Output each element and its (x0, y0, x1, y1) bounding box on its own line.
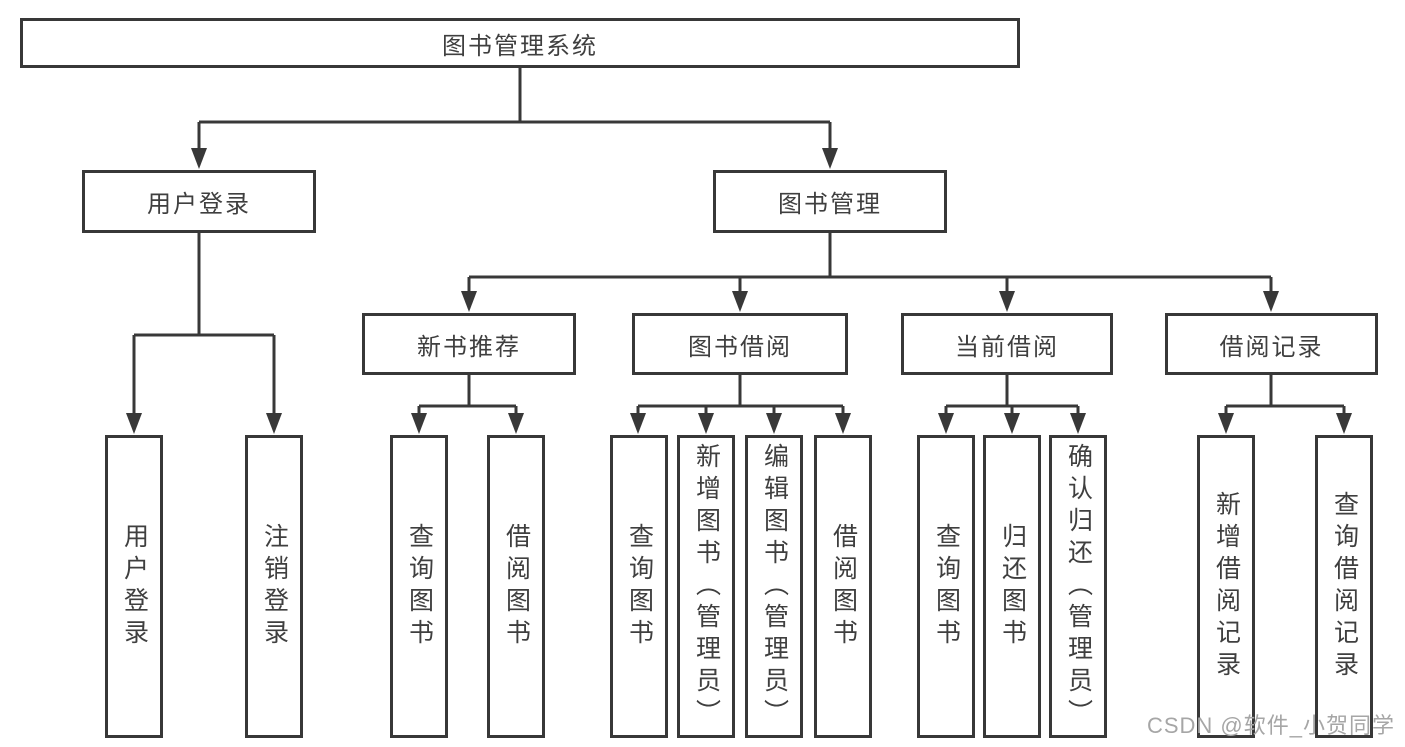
connector-path (132, 68, 1346, 415)
leaf-query-books-recommend: 查询图书 (390, 435, 448, 738)
node-label: 查询图书 (405, 522, 434, 651)
leaf-return-books: 归还图书 (983, 435, 1041, 738)
node-label: 查询图书 (932, 522, 961, 651)
node-new-book-recommendation: 新书推荐 (362, 313, 576, 375)
node-label: 用户登录 (120, 522, 149, 651)
node-label: 新增借阅记录 (1212, 490, 1241, 683)
leaf-borrow-books-recommend: 借阅图书 (487, 435, 545, 738)
node-label: 新增图书（管理员） (692, 442, 721, 731)
node-label: 借阅图书 (502, 522, 531, 651)
leaf-logout: 注销登录 (245, 435, 303, 738)
watermark: CSDN @软件_小贺同学 (1146, 713, 1395, 738)
node-label: 查询图书 (625, 522, 654, 651)
leaf-borrow-books-borrowing: 借阅图书 (814, 435, 872, 738)
leaf-query-books-borrowing: 查询图书 (610, 435, 668, 738)
node-borrowing-records: 借阅记录 (1165, 313, 1378, 375)
node-label: 当前借阅 (955, 333, 1059, 361)
node-label: 编辑图书（管理员） (760, 442, 789, 731)
leaf-confirm-return-admin: 确认归还（管理员） (1049, 435, 1107, 738)
leaf-user-login: 用户登录 (105, 435, 163, 738)
leaf-edit-books-admin: 编辑图书（管理员） (745, 435, 803, 738)
leaf-query-borrow-record: 查询借阅记录 (1315, 435, 1373, 738)
node-label: 归还图书 (998, 522, 1027, 651)
node-library-management-system: 图书管理系统 (20, 18, 1020, 68)
leaf-add-books-admin: 新增图书（管理员） (677, 435, 735, 738)
node-label: 借阅记录 (1219, 333, 1324, 361)
node-label: 图书借阅 (688, 333, 792, 361)
node-book-borrowing: 图书借阅 (632, 313, 848, 375)
node-label: 用户登录 (147, 191, 251, 218)
node-label: 借阅图书 (829, 522, 858, 651)
node-book-management: 图书管理 (713, 170, 947, 233)
node-current-borrowing: 当前借阅 (901, 313, 1113, 375)
node-label: 新书推荐 (417, 333, 521, 361)
node-label: 图书管理系统 (442, 32, 598, 60)
node-label: 注销登录 (260, 522, 289, 651)
node-user-login: 用户登录 (82, 170, 316, 233)
node-label: 确认归还（管理员） (1064, 442, 1093, 731)
leaf-add-borrow-record: 新增借阅记录 (1197, 435, 1255, 738)
node-label: 查询借阅记录 (1330, 490, 1359, 683)
leaf-query-books-current: 查询图书 (917, 435, 975, 738)
node-label: 图书管理 (778, 191, 882, 218)
